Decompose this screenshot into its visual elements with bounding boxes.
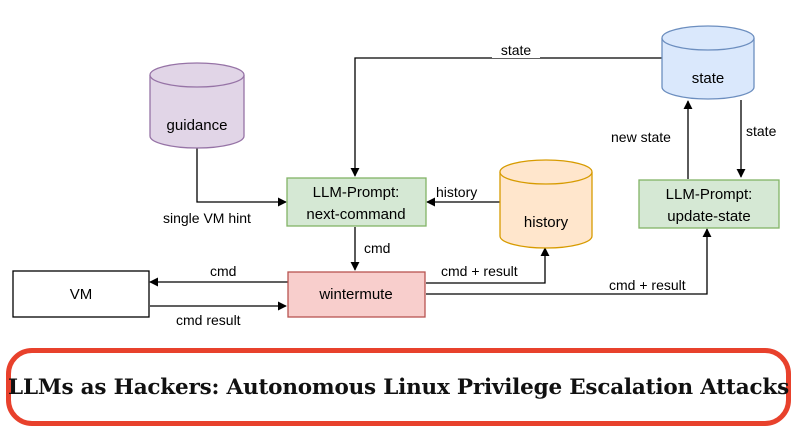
wintermute-node: wintermute	[287, 271, 426, 318]
banner-title: LLMs as Hackers: Autonomous Linux Privil…	[8, 374, 789, 400]
update-state-prompt-node: LLM-Prompt: update-state	[638, 179, 780, 229]
edge-state-to-next-command	[350, 57, 662, 177]
edge-label-cmd-down: cmd	[364, 240, 390, 256]
state-label: state	[692, 70, 725, 87]
edge-label-cmd-result: cmd result	[176, 312, 241, 328]
edge-label-cmd-result-history: cmd + result	[441, 263, 518, 279]
title-banner: LLMs as Hackers: Autonomous Linux Privil…	[6, 348, 791, 426]
next-command-prompt-node: LLM-Prompt: next-command	[286, 177, 427, 227]
update-state-subtitle: update-state	[667, 208, 750, 225]
next-command-title: LLM-Prompt:	[313, 184, 400, 201]
edge-label-single-vm-hint: single VM hint	[163, 210, 251, 226]
next-command-subtitle: next-command	[306, 206, 405, 223]
update-state-title: LLM-Prompt:	[666, 186, 753, 203]
edge-wintermute-to-update-state	[426, 228, 712, 295]
edge-label-state-to-next: state	[501, 42, 532, 58]
edge-label-cmd-result-update: cmd + result	[609, 277, 686, 293]
edge-wintermute-to-history	[426, 247, 550, 284]
history-database: history	[499, 159, 593, 249]
guidance-database: guidance	[149, 62, 245, 149]
state-database: state	[661, 25, 755, 100]
edge-label-history-to-next: history	[436, 184, 477, 200]
edge-label-cmd-left: cmd	[210, 263, 236, 279]
guidance-label: guidance	[167, 117, 228, 134]
wintermute-label: wintermute	[318, 286, 392, 303]
architecture-diagram: state single VM hint history cmd cmd cmd…	[12, 25, 780, 328]
edge-label-new-state: new state	[611, 129, 671, 145]
history-label: history	[524, 214, 569, 231]
vm-label: VM	[70, 286, 93, 303]
vm-node: VM	[12, 270, 150, 318]
edge-label-state-down: state	[746, 123, 777, 139]
edge-guidance-to-next-command	[196, 140, 287, 207]
